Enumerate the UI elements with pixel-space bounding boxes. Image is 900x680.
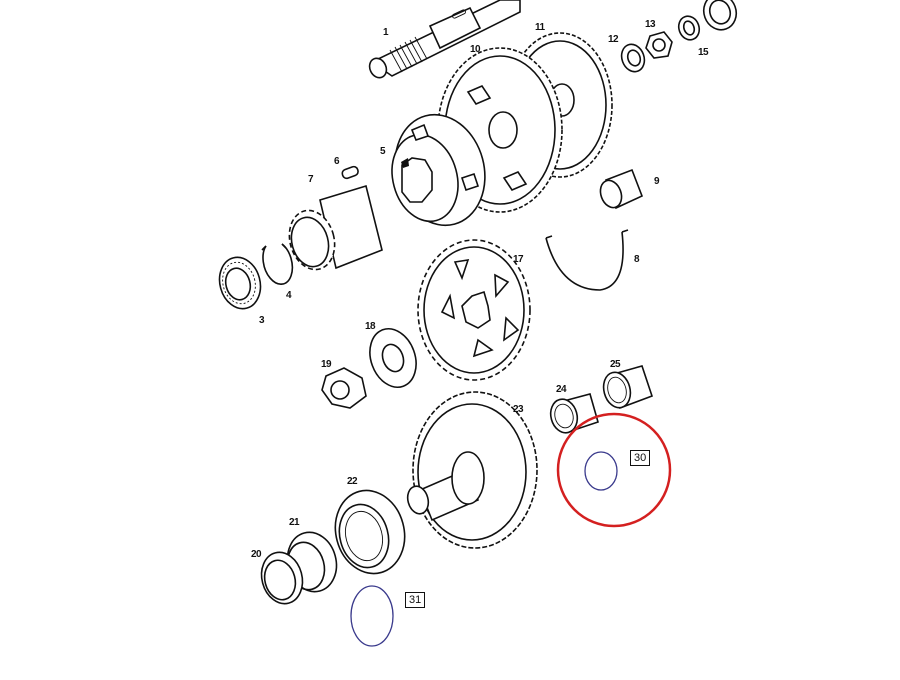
part-5-clutch-hub [391,113,486,227]
label-part-17: 17 [513,254,524,265]
label-part-13: 13 [645,19,656,30]
part-3-ball-bearing [218,256,262,310]
label-part-9: 9 [654,176,660,187]
label-part-5: 5 [380,146,386,157]
label-part-24: 24 [556,384,567,395]
label-part-25: 25 [610,359,621,370]
part-8-wire-clip [545,229,629,291]
label-part-1: 1 [383,27,389,38]
label-part-7: 7 [308,174,314,185]
part-4-circlip [261,243,294,285]
part-7-sprocket-sleeve [288,184,383,271]
label-part-20: 20 [251,549,262,560]
label-part-12: 12 [608,34,619,45]
label-part-11: 11 [535,22,545,33]
part-9-bushing [599,168,644,210]
label-part-22: 22 [347,476,358,487]
part-20-bearing-race [260,551,304,605]
part-15-washer [677,15,701,41]
label-part-19: 19 [321,359,332,370]
label-part-6: 6 [334,156,340,167]
part-13-nut [645,31,673,59]
o-ring-31 [350,585,394,647]
label-part-23: 23 [513,404,524,415]
label-part-21: 21 [289,517,300,528]
part-18-tab-washer [369,328,417,388]
label-part-8: 8 [634,254,640,265]
part-19-hex-nut [321,367,367,409]
label-o-ring-30: 30 [630,450,651,466]
label-o-ring-31: 31 [405,592,426,608]
label-part-3: 3 [259,315,265,326]
label-part-10: 10 [470,44,481,55]
part-12-lock-washer [620,43,646,73]
label-part-18: 18 [365,321,376,332]
part-23-gear-shaft [406,391,538,549]
part-bearing-top [702,0,738,31]
part-17-sprocket [417,239,531,381]
part-25-needle-bearing [602,365,654,410]
part-1-shaft [368,0,521,79]
highlight-circle-30 [556,412,672,528]
label-part-15: 15 [698,47,709,58]
part-24-needle-bearing [549,393,599,434]
part-22-roller-bearing [334,489,406,575]
label-part-4: 4 [286,290,292,301]
part-6-pin [341,165,359,180]
